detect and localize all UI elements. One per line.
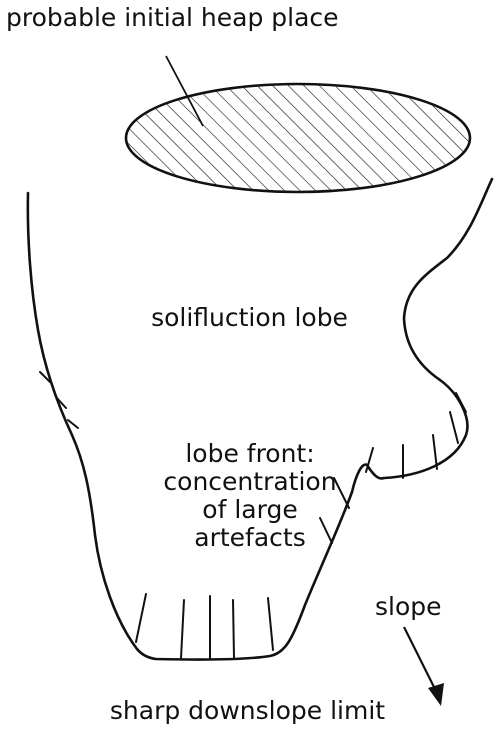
lobe-front-line-2: concentration <box>130 468 370 496</box>
tick-right-5 <box>433 435 437 469</box>
lobe-front-line-3: of large <box>130 496 370 524</box>
tick-bottom-4 <box>233 600 234 658</box>
initial-heap-ellipse <box>126 84 470 192</box>
tick-right-7 <box>456 393 466 412</box>
slope-arrow <box>404 627 444 706</box>
solifluction-lobe-label: solifluction lobe <box>0 304 495 332</box>
heap-place-label: probable initial heap place <box>6 4 416 32</box>
lobe-outline <box>28 179 492 660</box>
lobe-front-label: lobe front: concentration of large artef… <box>130 440 370 552</box>
tick-right-6 <box>450 412 458 443</box>
tick-bottom-2 <box>181 600 184 658</box>
lobe-front-line-1: lobe front: <box>130 440 370 468</box>
tick-bottom-5 <box>268 598 273 650</box>
tick-bottom-1 <box>136 594 146 642</box>
slope-label: slope <box>375 593 442 621</box>
downslope-limit-label: sharp downslope limit <box>0 697 495 725</box>
lobe-front-line-4: artefacts <box>130 524 370 552</box>
